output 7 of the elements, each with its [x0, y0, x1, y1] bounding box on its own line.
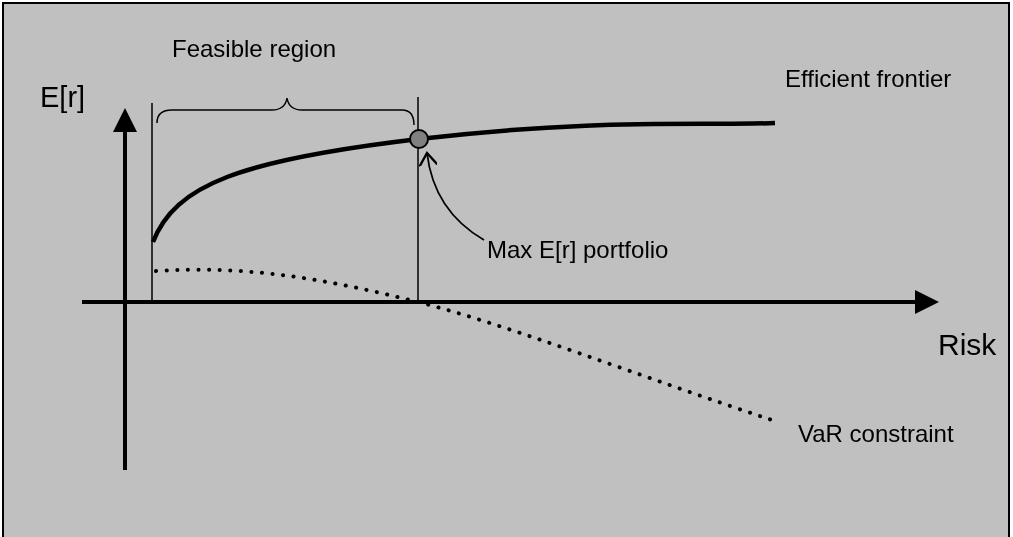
leader-arrow — [418, 151, 485, 241]
axis-label: E[r] — [40, 82, 86, 114]
curve-label: VaR constraint — [798, 421, 954, 448]
curve-label: Efficient frontier — [785, 66, 952, 93]
axis-label: Risk — [938, 328, 997, 361]
point-label: Max E[r] portfolio — [487, 237, 669, 264]
bracket-label: Feasible region — [172, 36, 337, 63]
